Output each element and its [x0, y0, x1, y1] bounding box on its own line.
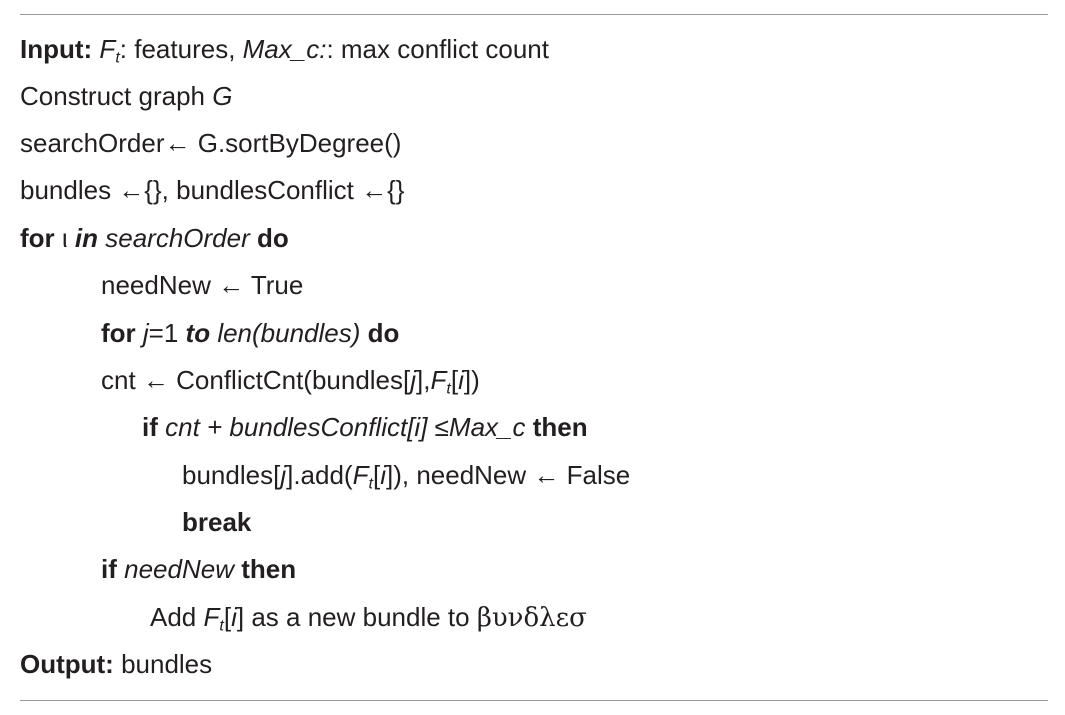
if-keyword: if	[142, 412, 158, 442]
bracket-close: ])	[463, 365, 480, 395]
break-line: break	[182, 507, 251, 537]
conflict-count-line: cnt ← ConflictCnt(bundles[j],Ft[i])	[101, 365, 480, 398]
feature-symbol: F	[352, 460, 369, 490]
feature-symbol: F	[430, 365, 447, 395]
for-keyword: for	[101, 318, 136, 348]
bracket-open: [	[372, 460, 381, 490]
if-keyword: if	[101, 554, 117, 584]
feature-subscript: t	[368, 474, 373, 493]
then-keyword: then	[241, 554, 297, 584]
input-text-rest: : max conflict count	[326, 34, 549, 64]
output-keyword: Output:	[20, 649, 114, 679]
bottom-rule	[20, 700, 1048, 701]
do-keyword: do	[256, 223, 289, 253]
bundle-add-rest: ]), needNew ← False	[385, 460, 631, 490]
loop-index: j	[135, 318, 149, 348]
loop-start: =1	[148, 318, 186, 348]
if-condition: needNew	[116, 554, 242, 584]
search-order-ref: searchOrder	[98, 223, 257, 253]
if-condition: cnt + bundlesConflict[i] ≤Max_c	[157, 412, 533, 442]
input-text: : features,	[119, 34, 243, 64]
break-keyword: break	[182, 507, 252, 537]
feature-symbol: F	[99, 34, 116, 64]
outer-for-line: for ι in searchOrder do	[20, 223, 289, 253]
index-j: j	[410, 365, 417, 395]
to-keyword: to	[185, 318, 211, 348]
construct-text: Construct graph	[20, 81, 213, 111]
inner-for-line: for j=1 to len(bundles) do	[101, 318, 399, 348]
search-order-line: searchOrder← G.sortByDegree()	[20, 128, 401, 158]
index-i: i	[458, 365, 464, 395]
index-i: i	[380, 460, 386, 490]
construct-graph-line: Construct graph G	[20, 81, 232, 111]
feature-subscript: t	[115, 48, 120, 67]
top-rule	[20, 14, 1048, 15]
input-keyword: Input:	[20, 34, 93, 64]
graph-symbol: G	[212, 81, 233, 111]
add-text-rest: ] as a new bundle to	[236, 602, 477, 632]
max-conflict-symbol: Max_c:	[242, 34, 327, 64]
index-j: j	[280, 460, 287, 490]
greek-bundles-text: βυνδλεσ	[476, 603, 587, 633]
feature-subscript: t	[446, 379, 451, 398]
do-keyword: do	[367, 318, 400, 348]
cnt-text: cnt ← ConflictCnt(bundles[	[101, 365, 411, 395]
for-keyword: for	[20, 223, 55, 253]
if-conflict-line: if cnt + bundlesConflict[i] ≤Max_c then	[142, 412, 588, 442]
then-keyword: then	[532, 412, 588, 442]
if-need-new-line: if needNew then	[101, 554, 296, 584]
bracket-open: [	[223, 602, 232, 632]
loop-end: len(bundles)	[210, 318, 368, 348]
input-line: Input: Ft: features, Max_c:: max conflic…	[20, 34, 549, 67]
need-new-text: needNew ← True	[101, 270, 304, 300]
add-call: ].add(	[286, 460, 353, 490]
index-i: i	[231, 602, 237, 632]
bracket-open: [	[450, 365, 459, 395]
cnt-text-sep: ],	[416, 365, 431, 395]
bundle-add-text: bundles[	[182, 460, 281, 490]
loop-variable: ι	[54, 223, 75, 253]
search-order-text: searchOrder← G.sortByDegree()	[20, 128, 402, 158]
need-new-init-line: needNew ← True	[101, 270, 303, 300]
in-keyword: in	[74, 223, 99, 253]
add-text: Add	[150, 602, 204, 632]
feature-symbol: F	[203, 602, 220, 632]
output-text: bundles	[113, 649, 213, 679]
add-new-bundle-line: Add Ft[i] as a new bundle to βυνδλεσ	[150, 602, 587, 635]
bundle-add-line: bundles[j].add(Ft[i]), needNew ← False	[182, 460, 631, 493]
bundles-init-text: bundles ←{}, bundlesConflict ←{}	[20, 175, 405, 205]
feature-subscript: t	[219, 616, 224, 635]
bundles-init-line: bundles ←{}, bundlesConflict ←{}	[20, 175, 404, 205]
output-line: Output: bundles	[20, 649, 212, 679]
